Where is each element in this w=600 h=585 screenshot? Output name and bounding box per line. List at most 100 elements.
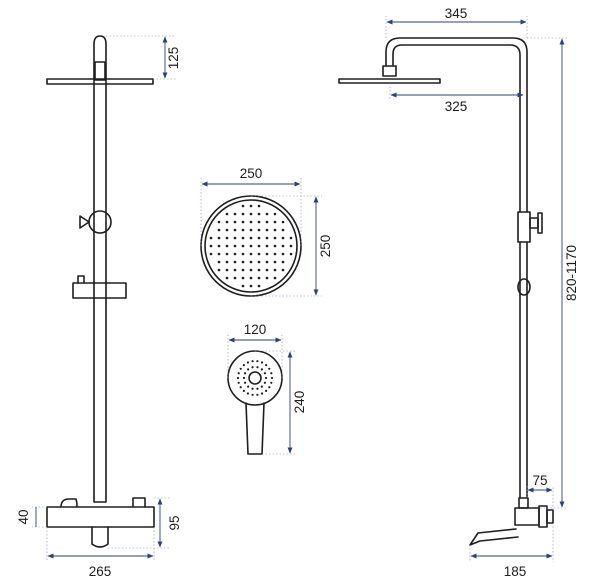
arm-inner (392, 44, 521, 213)
nozzle-dot (233, 228, 237, 232)
nozzle-dot (257, 236, 261, 240)
nozzle-dot (241, 236, 245, 240)
hand-nozzle-dot (247, 368, 250, 371)
hand-nozzle-dot (247, 385, 250, 388)
dim-125: 125 (166, 47, 181, 70)
nozzle-dot (233, 220, 237, 224)
dim-185: 185 (504, 564, 527, 579)
nozzle-dot (233, 276, 237, 280)
hand-nozzle-dot (256, 360, 259, 363)
hand-nozzle-dot (268, 367, 271, 370)
nozzle-dot (273, 268, 277, 272)
nozzle-dot (241, 268, 245, 272)
rain-head-side (338, 78, 441, 84)
nozzle-dot (217, 244, 221, 248)
dim-40: 40 (16, 509, 31, 524)
nozzle-dot (225, 252, 229, 256)
dim-75: 75 (532, 473, 547, 488)
nozzle-dot (273, 276, 277, 280)
nozzle-dot (209, 236, 213, 240)
hand-dimensions (227, 332, 296, 455)
riser-lower (519, 241, 528, 499)
nozzle-dot (225, 228, 229, 232)
nozzle-dot (241, 276, 245, 280)
nozzle-dot (241, 228, 245, 232)
dim-250-width: 250 (240, 166, 263, 181)
hand-nozzle-dot (242, 364, 245, 367)
nozzle-dot (281, 236, 285, 240)
nozzle-dot (257, 212, 261, 216)
nozzle-dot (217, 228, 221, 232)
nozzle-dot (241, 204, 245, 208)
hand-nozzle-dot (260, 392, 264, 395)
hand-nozzle-dot (268, 386, 271, 389)
diverter-knob (88, 210, 112, 234)
nozzle-dot (281, 260, 285, 264)
hand-nozzles (236, 360, 274, 396)
nozzle-dot (233, 260, 237, 264)
nozzle-dot (225, 212, 229, 216)
nozzle-dot (265, 212, 269, 216)
dim-240: 240 (292, 391, 307, 414)
nozzle-dot (257, 252, 261, 256)
nozzle-dot (241, 284, 245, 288)
hand-nozzle-dot (256, 366, 259, 369)
hand-nozzle-dot (260, 361, 264, 364)
hand-nozzle-dot (251, 387, 254, 390)
height-sleeve (517, 211, 531, 243)
nozzle-dot (273, 220, 277, 224)
nozzle-dot (249, 228, 253, 232)
nozzle-dot (217, 260, 221, 264)
nozzle-dot (249, 276, 253, 280)
head-nozzles (209, 204, 293, 288)
nozzle-dot (217, 236, 221, 240)
dim-345: 345 (445, 6, 468, 21)
nozzle-dot (217, 220, 221, 224)
head-connector (94, 61, 106, 81)
nozzle-dot (249, 212, 253, 216)
nozzle-dot (249, 268, 253, 272)
nozzle-dot (265, 220, 269, 224)
mixer-side (514, 507, 540, 526)
hand-nozzle-dot (237, 372, 240, 375)
hand-nozzle-dot (256, 393, 259, 396)
nozzle-dot (241, 260, 245, 264)
hand-nozzle-dot (246, 392, 250, 395)
hand-nozzle-dot (264, 376, 268, 380)
nozzle-dot (233, 236, 237, 240)
side-view (338, 37, 554, 546)
nozzle-dot (289, 252, 293, 256)
dim-325: 325 (445, 99, 468, 114)
nozzle-dot (281, 268, 285, 272)
nozzle-dot (249, 244, 253, 248)
hand-nozzle-dot (239, 386, 242, 389)
nozzle-dot (281, 252, 285, 256)
hand-nozzle-dot (242, 376, 246, 380)
nozzle-dot (281, 244, 285, 248)
rain-head-top-view (200, 195, 302, 297)
diverter-handle (79, 215, 90, 229)
nozzle-dot (225, 236, 229, 240)
nozzle-dot (225, 268, 229, 272)
nozzle-dot (209, 244, 213, 248)
nozzle-dot (257, 268, 261, 272)
nozzle-dot (257, 204, 261, 208)
nozzle-dot (281, 220, 285, 224)
dim-120: 120 (244, 322, 267, 337)
nozzle-dot (225, 276, 229, 280)
nozzle-dot (265, 252, 269, 256)
hand-nozzle-dot (251, 393, 254, 396)
nozzle-dot (257, 284, 261, 288)
spout (91, 526, 109, 548)
nozzle-dot (265, 228, 269, 232)
nozzle-dot (217, 252, 221, 256)
head-dimensions (200, 178, 322, 297)
arm-outer (385, 37, 528, 213)
nozzle-dot (289, 236, 293, 240)
hand-nozzle-dot (260, 368, 263, 371)
spout-side (469, 528, 519, 546)
mixer-knob-right (132, 497, 146, 508)
hand-nozzle-dot (270, 372, 273, 375)
nozzle-dot (281, 228, 285, 232)
